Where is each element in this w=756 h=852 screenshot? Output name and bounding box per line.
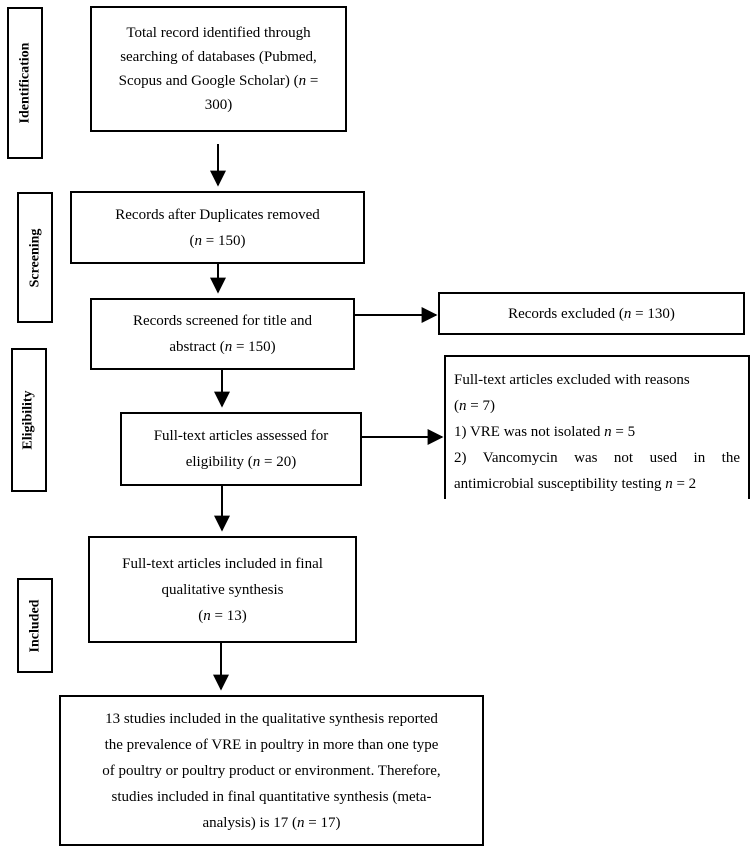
box-fulltext-included: Full-text articles included in final qua… [88,536,357,643]
stage-included: Included [17,578,53,673]
box-meta-analysis: 13 studies included in the qualitative s… [59,695,484,846]
box-fulltext-assessed: Full-text articles assessed for eligibil… [120,412,362,486]
reasons-count: (n = 7) [454,398,495,414]
reason-1: 1) VRE was not isolated n = 5 [454,424,636,440]
stage-screening: Screening [17,192,53,323]
reason-2-line-2: antimicrobial susceptibility testing n =… [454,476,697,492]
included-count: (n = 13) [198,607,247,624]
assessed-line-1: Full-text articles assessed for [153,428,329,444]
meta-line-2: the prevalence of VRE in poultry in more… [104,736,439,753]
identified-line-3: Scopus and Google Scholar) (n = [118,73,319,89]
excluded-text: Records excluded (n = 130) [508,305,675,322]
included-line-2: qualitative synthesis [161,581,284,598]
meta-line-1: 13 studies included in the qualitative s… [105,710,438,727]
meta-line-4: studies included in final quantitative s… [111,788,432,805]
identified-line-2: searching of databases (Pubmed, [120,49,317,65]
identified-line-4: 300) [204,97,233,113]
duplicates-count: (n = 150) [189,232,246,249]
screened-line-1: Records screened for title and [132,313,313,329]
duplicates-line-1: Records after Duplicates removed [115,206,320,223]
assessed-line-2: eligibility (n = 20) [185,454,297,470]
meta-line-5: analysis) is 17 (n = 17) [202,814,341,831]
box-records-screened: Records screened for title and abstract … [90,298,355,370]
box-records-excluded: Records excluded (n = 130) [438,292,745,335]
identified-line-1: Total record identified through [126,25,311,41]
reasons-line-1: Full-text articles excluded with reasons [454,372,690,388]
stage-eligibility: Eligibility [11,348,47,492]
box-fulltext-excluded-reasons: Full-text articles excluded with reasons… [444,355,750,499]
screened-line-2: abstract (n = 150) [169,339,276,355]
box-records-identified: Total record identified through searchin… [90,6,347,132]
stage-identification: Identification [7,7,43,159]
meta-line-3: of poultry or poultry product or environ… [102,762,441,779]
included-line-1: Full-text articles included in final [122,555,323,572]
reason-2-line-1: 2) Vancomycin was not used in the [454,450,740,466]
box-duplicates-removed: Records after Duplicates removed (n = 15… [70,191,365,264]
